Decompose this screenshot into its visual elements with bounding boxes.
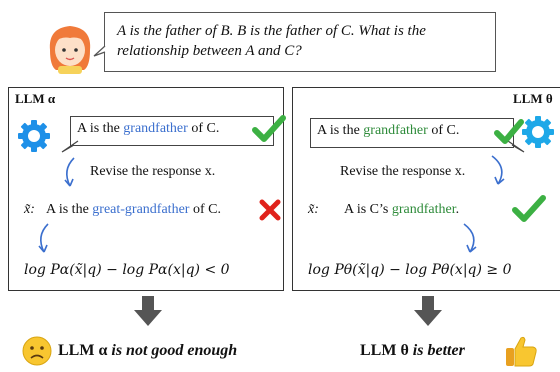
left-bubble-tail [61, 140, 79, 153]
right-verdict: LLM θ is better [360, 342, 465, 360]
sad-face-icon [22, 336, 52, 366]
right-revise-arrow [491, 155, 505, 185]
left-answer-prefix: A is the [77, 121, 124, 136]
check-icon [494, 119, 524, 144]
right-revised-highlight: grandfather [391, 202, 456, 217]
left-answer-highlight: grandfather [123, 121, 188, 136]
left-verdict-text: is not good enough [107, 342, 238, 359]
cross-icon [259, 199, 281, 221]
right-verdict-text: is better [408, 342, 465, 359]
check-icon [252, 115, 286, 142]
left-revise-arrow [64, 157, 75, 187]
down-arrow-icon [414, 296, 442, 326]
left-revised-suffix: of C. [189, 202, 221, 217]
left-answer-suffix: of C. [187, 121, 220, 136]
left-panel-title: LLM α [15, 91, 56, 106]
left-revise-text: Revise the response x. [90, 164, 216, 179]
left-verdict: LLM α is not good enough [58, 342, 237, 360]
right-answer-bubble: A is the grandfather of C. [310, 118, 514, 148]
left-formula: log Pα(x̃|q) − log Pα(x|q) < 0 [24, 262, 230, 278]
right-revised-suffix: . [455, 202, 460, 217]
left-revised-answer: A is the great-grandfather of C. [46, 202, 221, 218]
left-formula-arrow [38, 223, 49, 253]
question-text: A is the father of B. B is the father of… [117, 23, 426, 59]
right-formula: log Pθ(x̃|q) − log Pθ(x|q) ≥ 0 [308, 262, 512, 278]
girl-avatar [49, 26, 91, 74]
right-revise-text: Revise the response x. [340, 164, 466, 179]
thumbs-up-icon [506, 336, 537, 367]
left-verdict-model: LLM α [58, 342, 108, 359]
check-icon [512, 195, 546, 222]
gear-icon [522, 116, 554, 148]
right-verdict-model: LLM θ [360, 342, 409, 359]
right-revised-label: x̃: [308, 202, 319, 217]
right-panel-title: LLM θ [513, 91, 553, 106]
right-bubble-tail [507, 140, 525, 153]
right-revised-prefix: A is C’s [344, 202, 392, 217]
left-answer-bubble: A is the grandfather of C. [70, 116, 274, 146]
left-revised-prefix: A is the [46, 202, 93, 217]
left-revised-label: x̃: [24, 202, 35, 217]
right-revised-answer: A is C’s grandfather. [344, 202, 459, 218]
question-bubble: A is the father of B. B is the father of… [104, 12, 496, 72]
right-formula-arrow [463, 223, 477, 253]
left-revised-highlight: great-grandfather [92, 202, 190, 217]
gear-icon [18, 120, 50, 152]
speech-tail [93, 45, 106, 57]
right-answer-prefix: A is the [317, 123, 364, 138]
down-arrow-icon [134, 296, 162, 326]
right-answer-suffix: of C. [427, 123, 460, 138]
right-answer-highlight: grandfather [363, 123, 428, 138]
